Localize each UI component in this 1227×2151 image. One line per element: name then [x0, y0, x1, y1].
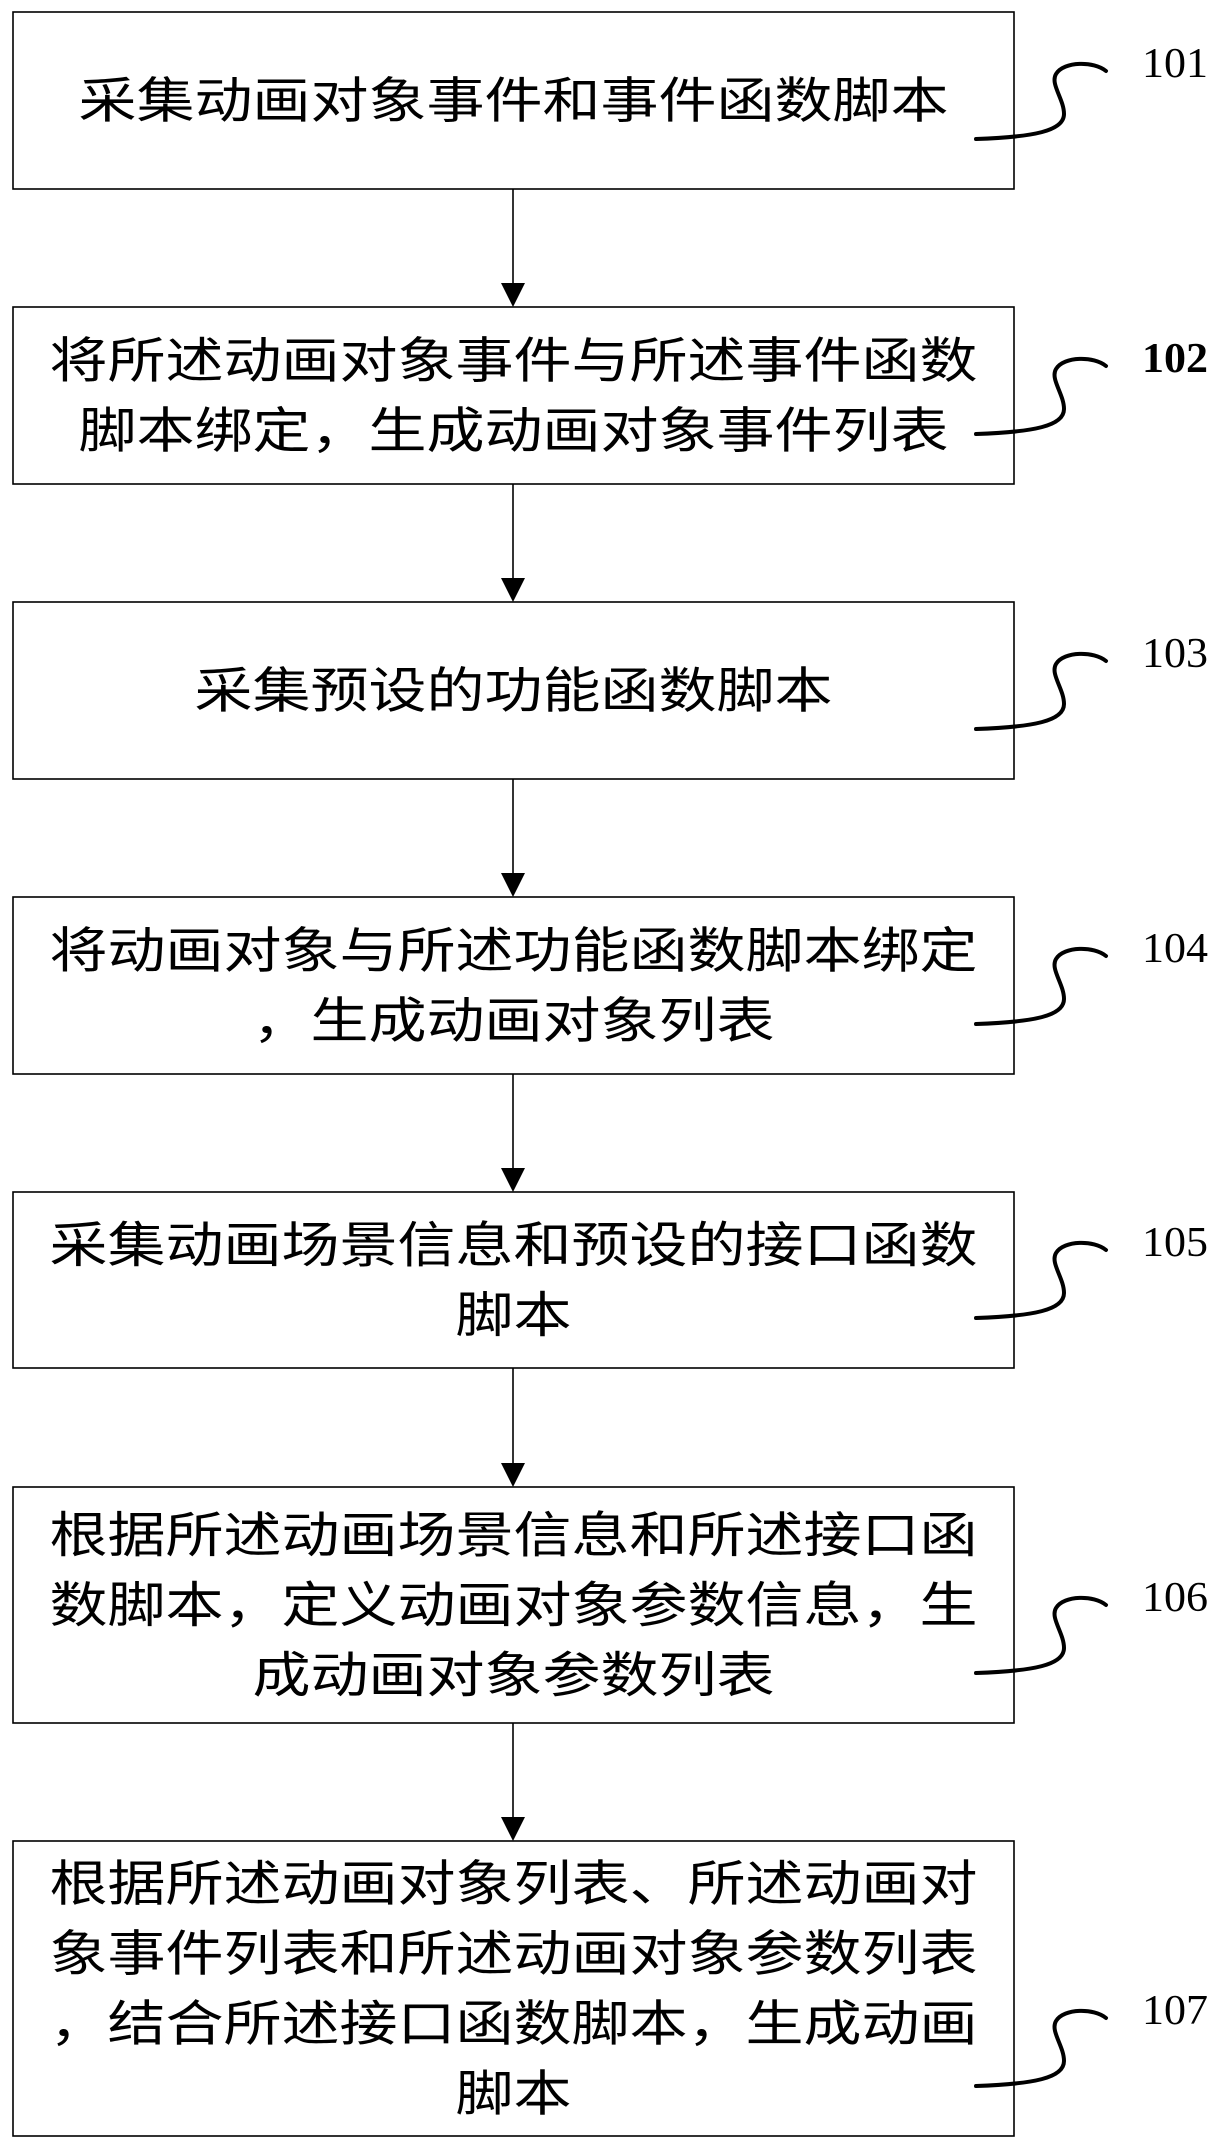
arrow-head-icon	[501, 873, 525, 897]
flow-steps: 采集动画对象事件和事件函数脚本 101 将所述动画对象事件与所述事件函数脚本绑定，生…	[12, 11, 1208, 2137]
flow-step-106: 根据所述动画场景信息和所述接口函数脚本，定义动画对象参数信息，生成动画对象参数列…	[12, 1486, 1208, 1724]
step-text-line: 数脚本，定义动画对象参数信息，生	[50, 1577, 978, 1634]
arrow-head-icon	[501, 1168, 525, 1192]
step-box	[12, 896, 1015, 1075]
step-text-line: 采集预设的功能函数脚本	[195, 663, 833, 720]
arrow-head-icon	[501, 1817, 525, 1841]
step-text-line: 成动画对象参数列表	[253, 1647, 775, 1704]
leader-line	[974, 946, 1108, 1026]
arrow-head-icon	[501, 578, 525, 602]
leader-line	[974, 651, 1108, 731]
step-box	[12, 1191, 1015, 1369]
step-number-label: 101	[1142, 41, 1208, 87]
leader-line	[974, 1595, 1108, 1675]
step-text-line: 根据所述动画对象列表、所述动画对	[50, 1856, 978, 1913]
step-text-line: ，结合所述接口函数脚本，生成动画	[50, 1996, 978, 2053]
arrow-106-107	[501, 1723, 525, 1841]
flow-step-103: 采集预设的功能函数脚本 103	[12, 601, 1208, 780]
step-number-label: 104	[1142, 926, 1208, 972]
arrow-head-icon	[501, 1463, 525, 1487]
flow-arrows	[501, 189, 525, 1841]
step-text-line: ，生成动画对象列表	[253, 993, 775, 1050]
step-text-line: 将所述动画对象事件与所述事件函数	[50, 333, 978, 390]
step-number-label: 102	[1142, 336, 1208, 382]
step-text-line: 采集动画场景信息和预设的接口函数	[50, 1217, 978, 1274]
arrow-105-106	[501, 1368, 525, 1487]
arrow-head-icon	[501, 283, 525, 307]
arrow-102-103	[501, 484, 525, 602]
step-number-label: 107	[1142, 1988, 1208, 2034]
step-box	[12, 1486, 1015, 1724]
arrow-101-102	[501, 189, 525, 307]
step-number-label: 105	[1142, 1220, 1208, 1266]
flow-step-101: 采集动画对象事件和事件函数脚本 101	[12, 11, 1208, 190]
step-number-label: 103	[1142, 631, 1208, 677]
step-text-line: 根据所述动画场景信息和所述接口函	[50, 1507, 978, 1564]
leader-line	[974, 61, 1108, 141]
arrow-104-105	[501, 1074, 525, 1192]
step-text-line: 脚本绑定，生成动画对象事件列表	[79, 403, 949, 460]
step-box	[12, 601, 1015, 780]
step-box	[12, 306, 1015, 485]
step-number-label: 106	[1142, 1575, 1208, 1621]
leader-line	[974, 356, 1108, 436]
step-text-line: 脚本	[456, 2066, 572, 2123]
step-text-line: 将动画对象与所述功能函数脚本绑定	[50, 923, 978, 980]
leader-line	[974, 2008, 1108, 2088]
step-text-line: 象事件列表和所述动画对象参数列表	[50, 1926, 978, 1983]
arrow-103-104	[501, 779, 525, 897]
flow-step-104: 将动画对象与所述功能函数脚本绑定 ，生成动画对象列表 104	[12, 896, 1208, 1075]
step-text-line: 采集动画对象事件和事件函数脚本	[79, 73, 949, 130]
leader-line	[974, 1240, 1108, 1320]
step-text-line: 脚本	[456, 1287, 572, 1344]
step-box	[12, 1840, 1015, 2137]
step-box	[12, 11, 1015, 190]
